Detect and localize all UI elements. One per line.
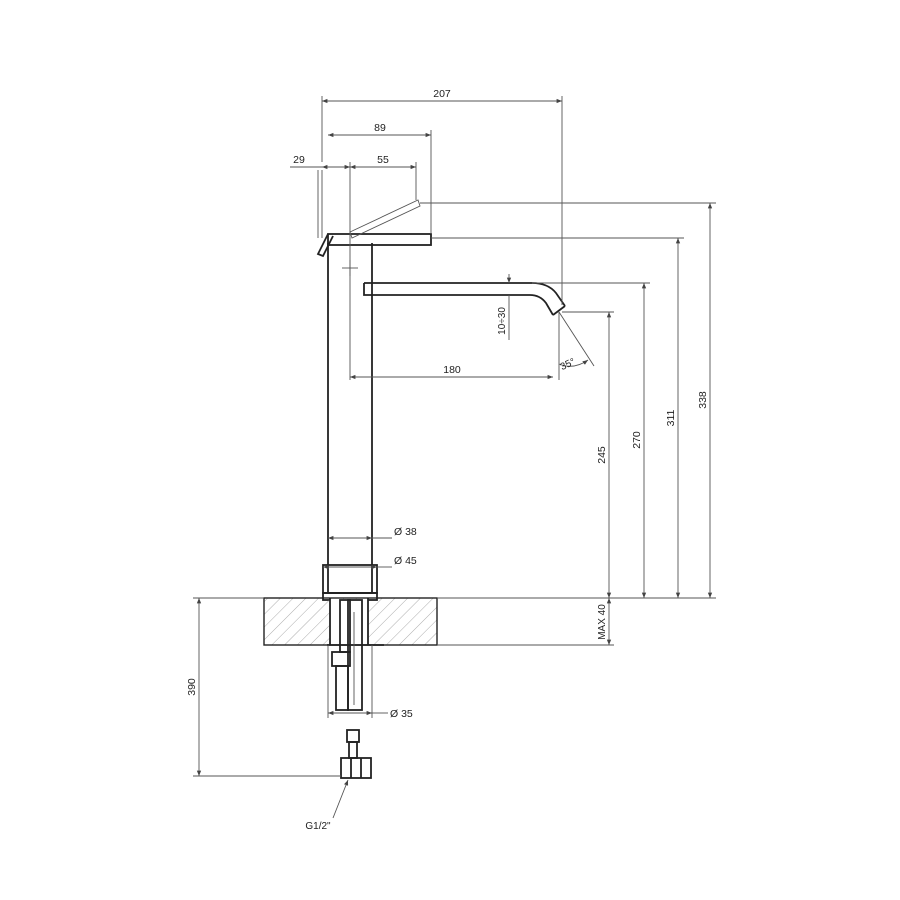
dim-spout-height: 270 [631,431,643,449]
dim-handle-offset: 29 [293,154,305,166]
dim-max-deck: MAX 40 [597,604,608,640]
dim-outlet-height: 245 [596,446,608,464]
dim-aerator-adjust: 10÷30 [497,307,508,335]
dim-handle-span: 55 [377,154,389,166]
dim-handle-height: 311 [665,409,677,426]
dim-handle-width: 89 [374,122,386,134]
dim-shank-diameter: Ø 35 [390,708,413,720]
dimension-labels: 207 89 29 55 180 10÷30 35° 338 311 270 2… [186,88,709,832]
spout [363,282,566,316]
connection-thread-label: G1/2" [305,821,331,832]
dim-base-diameter: Ø 45 [394,555,417,567]
dim-body-diameter: Ø 38 [394,526,417,538]
dimension-lines [193,96,716,819]
dim-overall-reach: 207 [433,88,451,100]
dim-spout-angle: 35° [559,357,577,373]
dim-hose-length: 390 [186,678,198,696]
handle-lever [316,170,432,276]
shank-and-hose [331,599,372,779]
dim-max-height: 338 [697,391,709,409]
dim-spout-reach: 180 [443,364,461,376]
